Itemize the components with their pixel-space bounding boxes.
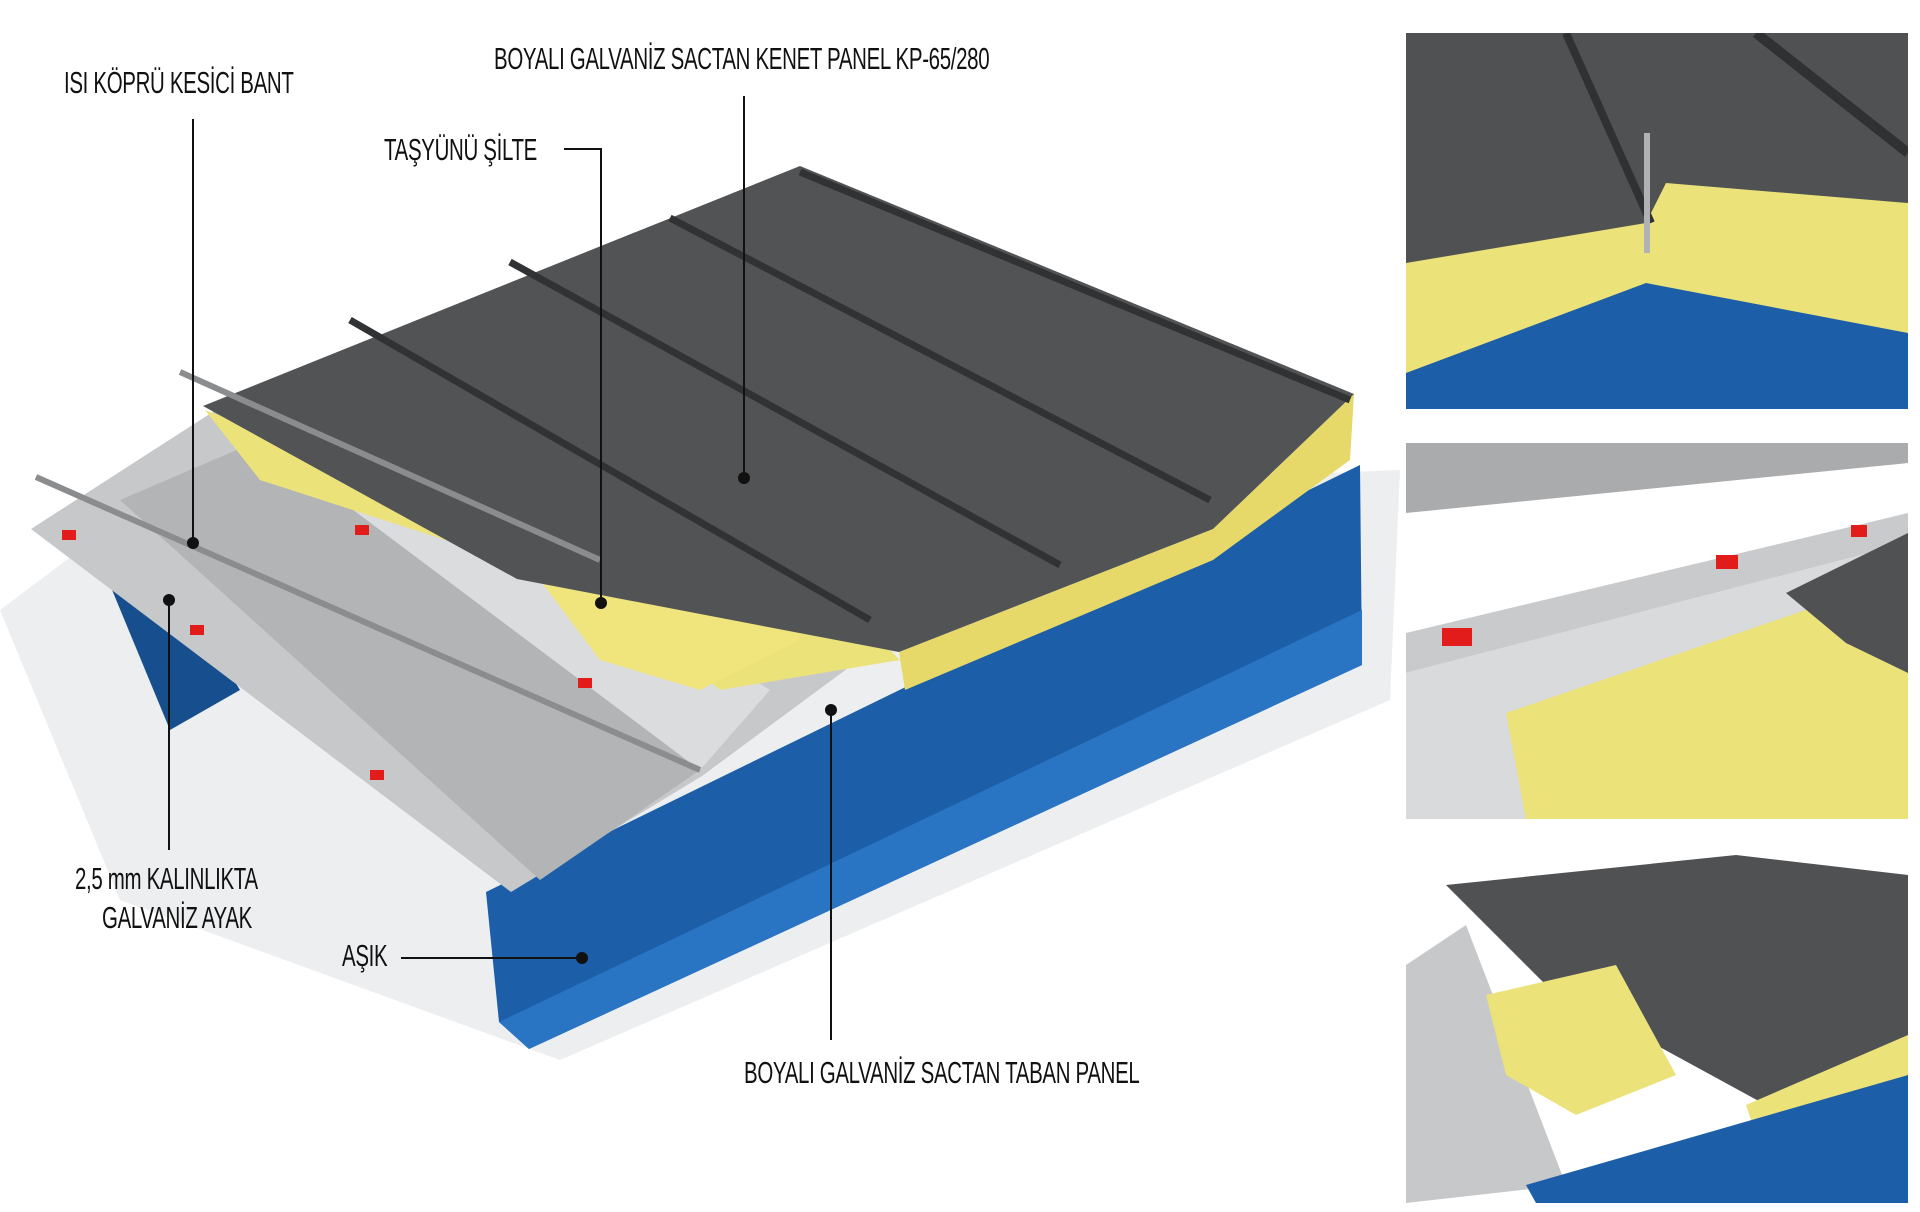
thermal-break-tapes (62, 525, 592, 780)
label-purlin: AŞIK (342, 938, 388, 973)
rockwool-insulation-edge (899, 394, 1354, 690)
label-seam-panel: BOYALI GALVANİZ SACTAN KENET PANEL KP-65… (494, 41, 990, 76)
label-thermal-break-tape: ISI KÖPRÜ KESİCİ BANT (64, 65, 294, 100)
seam-clips (34, 369, 702, 773)
leader-lines (168, 96, 832, 1040)
detail-inset-overview (1406, 855, 1908, 1203)
purlin-web (486, 465, 1362, 1049)
detail-inset-seam (1406, 33, 1908, 409)
purlin-left-flange (110, 575, 240, 730)
liner-panel-rib (120, 440, 700, 880)
label-rockwool: TAŞYÜNÜ ŞİLTE (384, 132, 537, 167)
label-liner-panel: BOYALI GALVANİZ SACTAN TABAN PANEL (744, 1055, 1140, 1090)
leader-dots (163, 472, 837, 964)
label-bracket-line1: 2,5 mm KALINLIKTA (75, 861, 258, 896)
detail-inset-clips (1406, 443, 1908, 819)
label-bracket-line2: GALVANİZ AYAK (102, 900, 252, 935)
purlin-bottom-flange (499, 610, 1362, 1049)
